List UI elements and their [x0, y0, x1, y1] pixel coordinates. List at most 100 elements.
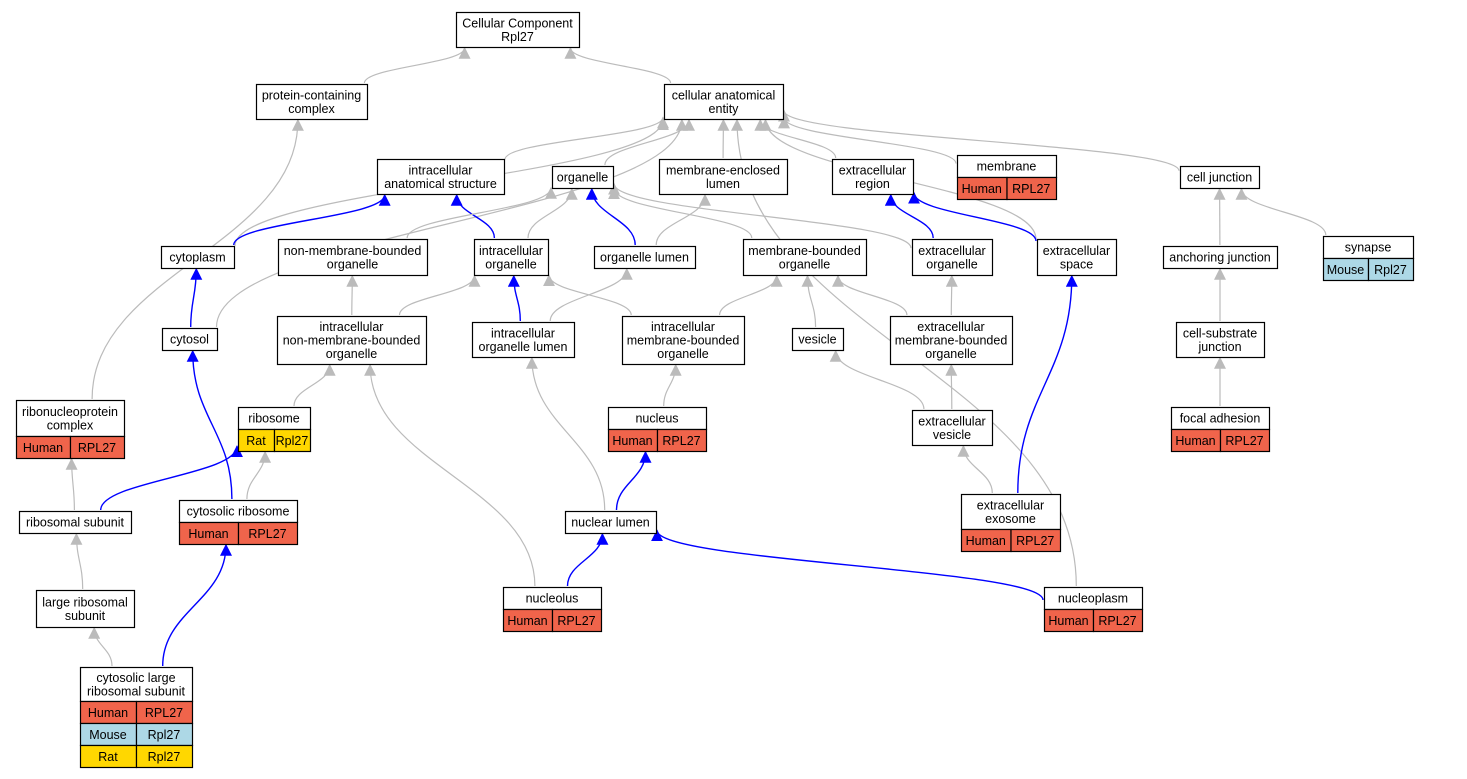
gene-symbol: RPL27	[557, 614, 595, 628]
term-label: organelle lumen	[600, 251, 689, 265]
term-label: anchoring junction	[1169, 251, 1271, 265]
term-box	[1175, 321, 1266, 359]
term-label: vesicle	[933, 428, 971, 442]
edge-imbo-to-io	[543, 274, 632, 316]
term-box	[551, 165, 615, 190]
term-label: Rpl27	[501, 30, 534, 44]
term-node-nl[interactable]: nuclear lumen	[564, 510, 658, 535]
edge-lrs-to-rs	[70, 532, 84, 590]
term-label: extracellular	[977, 498, 1044, 512]
term-box	[1179, 165, 1261, 190]
term-box	[277, 238, 429, 277]
term-label: membrane-bounded	[627, 334, 740, 348]
term-box	[473, 238, 550, 277]
term-node-vesicle[interactable]: vesicle	[791, 327, 845, 352]
term-box	[35, 589, 136, 629]
term-box	[960, 493, 1062, 531]
term-box	[621, 315, 746, 366]
term-label: vesicle	[798, 333, 836, 347]
species-name: Mouse	[1327, 263, 1365, 277]
term-label: space	[1060, 257, 1093, 271]
term-box	[455, 11, 581, 49]
edge-synapse-to-cell_junction	[1235, 187, 1327, 236]
term-box	[658, 158, 789, 196]
species-name: Human	[1048, 614, 1088, 628]
term-box	[1036, 238, 1118, 277]
term-box	[911, 238, 994, 277]
term-label: nucleolus	[526, 592, 579, 606]
term-box	[791, 327, 845, 352]
gene-cell	[237, 521, 299, 546]
gene-cell	[135, 744, 194, 769]
term-label: organelle lumen	[479, 340, 568, 354]
gene-cell	[1367, 257, 1415, 282]
term-label: cytoplasm	[169, 251, 225, 265]
term-node-cytoplasm[interactable]: cytoplasm	[160, 245, 236, 270]
term-label: extracellular	[1043, 244, 1110, 258]
term-node-ol[interactable]: organelle lumen	[593, 245, 697, 270]
term-box	[15, 399, 126, 438]
term-label: organelle	[557, 171, 608, 185]
term-node-organelle[interactable]: organelle	[551, 165, 615, 190]
edge-inmbo-to-io	[398, 274, 481, 316]
term-label: cytosolic large	[96, 671, 175, 685]
term-node-inmbo[interactable]: intracellularnon-membrane-boundedorganel…	[276, 315, 428, 366]
gene-symbol: RPL27	[248, 527, 286, 541]
term-box	[564, 510, 658, 535]
term-node-cytosol[interactable]: cytosol	[161, 327, 219, 352]
term-box	[471, 321, 576, 359]
term-node-rs[interactable]: ribosomal subunit	[18, 510, 133, 535]
term-label: nucleus	[635, 412, 678, 426]
edge-nucleoplasm-to-nl	[651, 529, 1044, 601]
term-box	[1162, 245, 1279, 270]
term-box	[911, 409, 994, 447]
term-label: intracellular	[491, 326, 555, 340]
term-label: subunit	[65, 609, 106, 623]
species-name: Rat	[246, 434, 266, 448]
edge-nucleus-to-imbo	[663, 363, 682, 407]
term-label: ribosomal subunit	[26, 516, 124, 530]
term-box	[742, 238, 868, 277]
edge-embo-to-mbo	[832, 274, 908, 316]
edge-protein_complex-to-root	[363, 46, 471, 84]
term-label: lumen	[706, 177, 740, 191]
term-label: non-membrane-bounded	[283, 334, 421, 348]
edge-nl-to-iol	[525, 356, 606, 511]
term-label: organelle	[485, 257, 536, 271]
edge-cytosol-to-cae	[215, 118, 688, 328]
term-box	[255, 83, 369, 121]
term-node-aj[interactable]: anchoring junction	[1162, 245, 1279, 270]
term-label: intracellular	[651, 320, 715, 334]
term-node-cell_junction[interactable]: cell junction	[1179, 165, 1261, 190]
term-label: organelle	[327, 257, 378, 271]
term-label: exosome	[985, 512, 1036, 526]
